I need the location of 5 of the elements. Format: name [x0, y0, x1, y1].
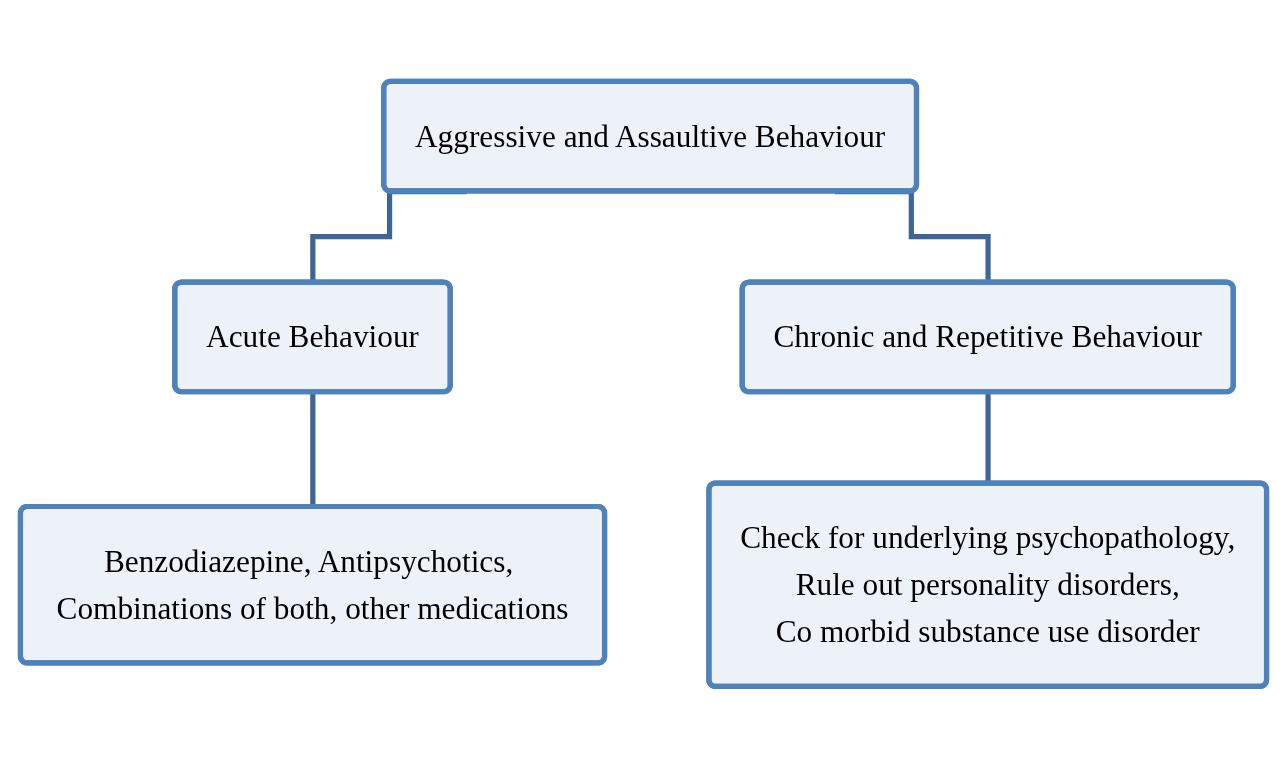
- category-box: Acute Behaviour: [172, 279, 453, 394]
- category-box: Chronic and Repetitive Behaviour: [739, 279, 1236, 394]
- category-box: Benzodiazepine, Antipsychotics, Combinations of both, other medications: [17, 503, 608, 666]
- category-box: Aggressive and Assaultive Behaviour: [381, 78, 920, 194]
- category-box: Check for underlying psychopathology, Rule out personality disorders, Co morbid substance use disorder: [706, 479, 1270, 689]
